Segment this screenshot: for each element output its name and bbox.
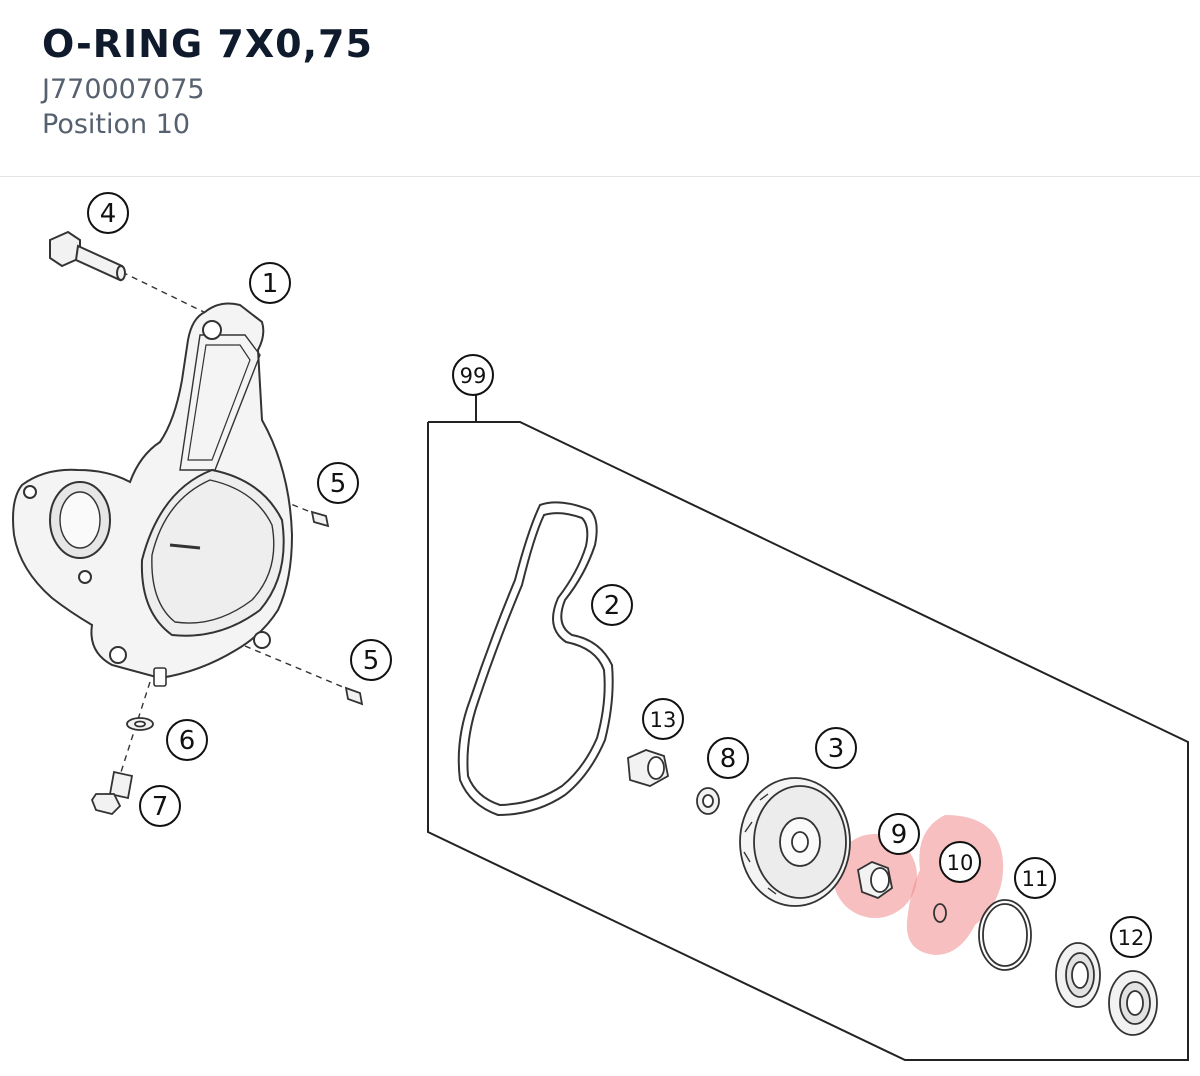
callout-label-1: 1 <box>262 269 279 299</box>
callout-label-7: 7 <box>152 792 169 822</box>
ring-part-8 <box>696 787 720 815</box>
callout-circle-99 <box>452 354 494 396</box>
impeller-part-3 <box>739 777 851 907</box>
callout-label-13: 13 <box>650 708 677 732</box>
part-header: O-RING 7X0,75 J770007075 Position 10 <box>0 0 1200 176</box>
callout-circle-8 <box>707 737 749 779</box>
pin-parts-5 <box>310 510 364 706</box>
callout-circle-4 <box>87 192 129 234</box>
callout-circle-11 <box>1014 857 1056 899</box>
callout-label-6: 6 <box>179 726 196 756</box>
nut-part-13 <box>627 749 670 787</box>
callout-circle-7 <box>139 785 181 827</box>
callout-circle-5a <box>317 462 359 504</box>
callout-label-3: 3 <box>828 734 845 764</box>
callout-circle-1 <box>249 262 291 304</box>
circlip-part-11 <box>978 899 1032 971</box>
assembly-frame <box>427 395 1189 1061</box>
header-divider <box>0 176 1200 177</box>
callout-label-5b: 5 <box>363 646 380 676</box>
exploded-diagram: 4 1 5 5 6 7 99 2 13 8 3 9 10 11 12 <box>0 177 1200 1072</box>
callout-label-4: 4 <box>100 199 117 229</box>
callout-circle-9 <box>878 813 920 855</box>
part-position: Position 10 <box>42 109 191 140</box>
part-title: O-RING 7X0,75 <box>42 22 373 66</box>
o-ring-part-10 <box>933 903 947 923</box>
callout-circle-10 <box>939 841 981 883</box>
drain-screw-part-7 <box>90 770 134 815</box>
highlight-pos-10 <box>906 815 1004 955</box>
callout-circle-6 <box>166 719 208 761</box>
callout-circle-5b <box>350 639 392 681</box>
callout-circle-12 <box>1110 916 1152 958</box>
callout-label-99: 99 <box>460 364 487 388</box>
part-number: J770007075 <box>42 74 205 105</box>
bushing-part-9 <box>857 861 893 900</box>
seal-parts-12 <box>1055 942 1158 1036</box>
screw-part-4 <box>49 230 126 282</box>
callout-label-8: 8 <box>720 744 737 774</box>
callout-label-2: 2 <box>604 591 621 621</box>
callout-label-10: 10 <box>947 851 974 875</box>
callout-label-9: 9 <box>891 820 908 850</box>
gasket-part-2 <box>457 501 614 817</box>
washer-part-6 <box>126 717 154 731</box>
callout-label-5a: 5 <box>330 469 347 499</box>
callout-circle-3 <box>815 727 857 769</box>
callout-circle-2 <box>591 584 633 626</box>
pump-cover-part <box>12 302 294 687</box>
callout-circle-13 <box>642 698 684 740</box>
callout-label-12: 12 <box>1118 926 1145 950</box>
callout-label-11: 11 <box>1022 867 1049 891</box>
